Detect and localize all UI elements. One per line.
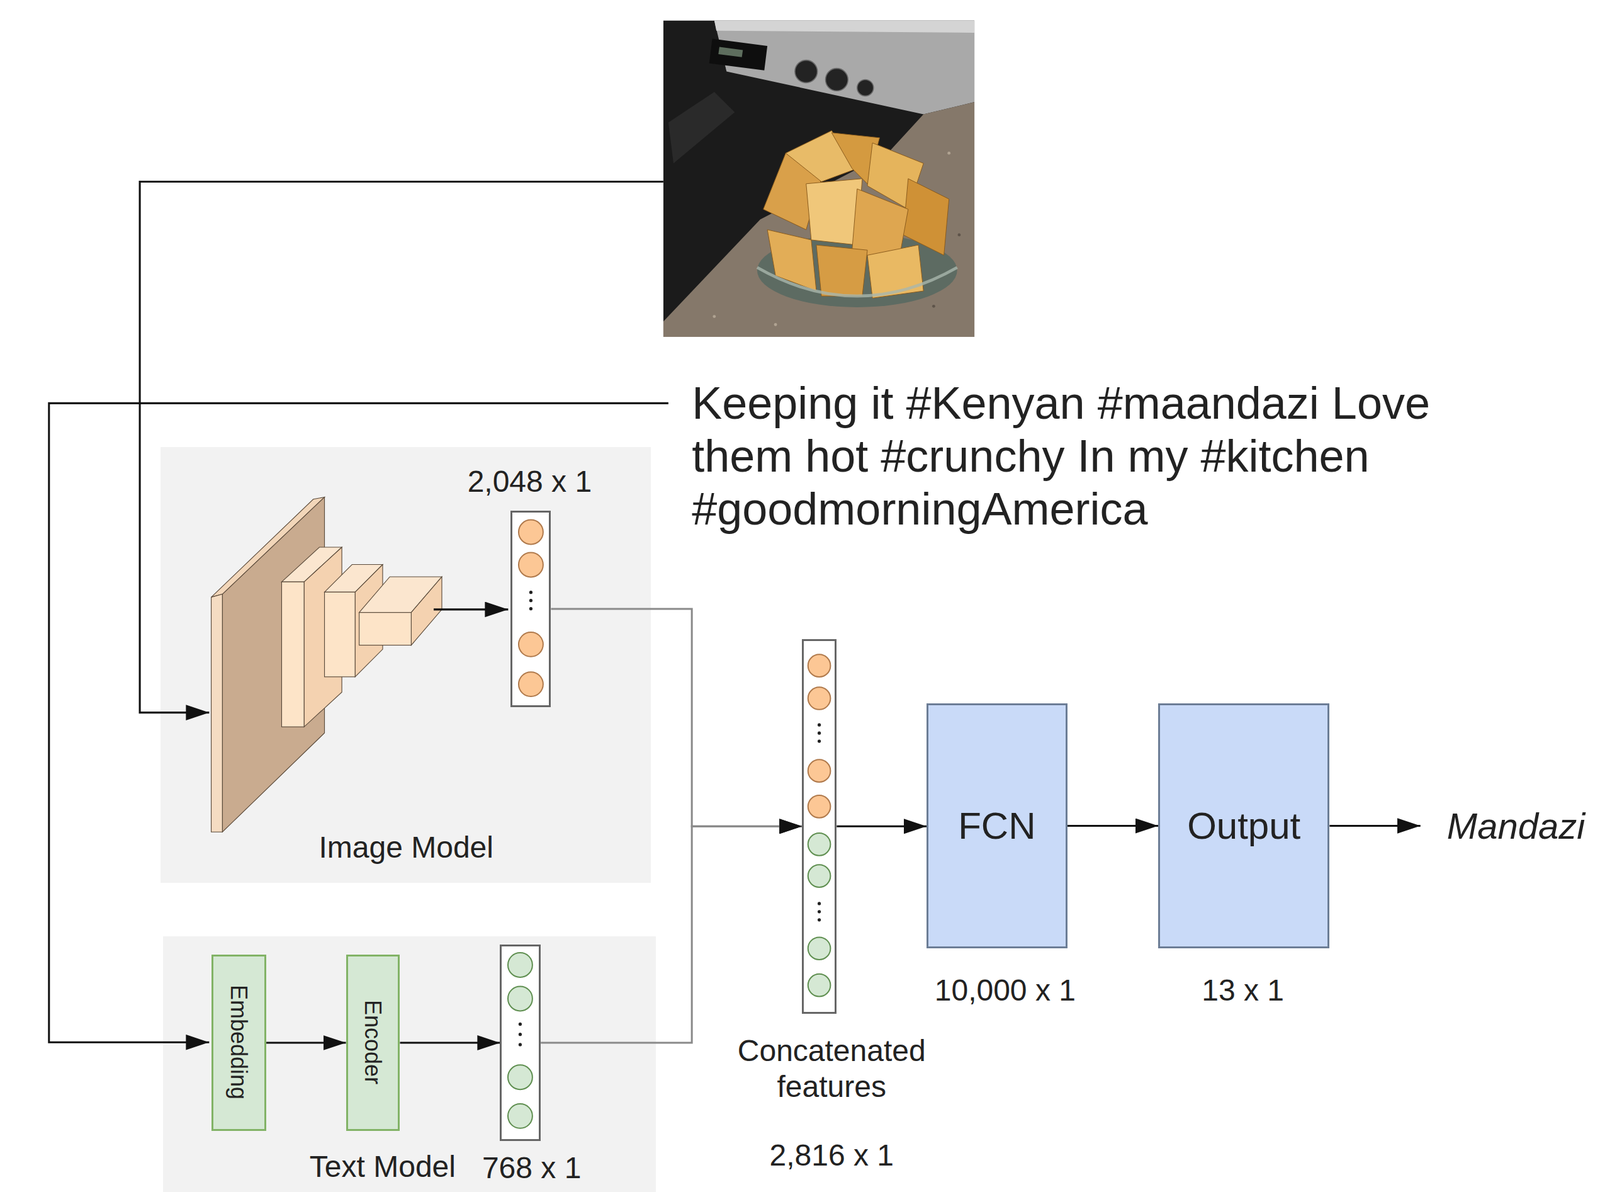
ellipsis-dot — [817, 730, 821, 734]
food-photo — [663, 101, 975, 337]
panel-title: Image Model — [318, 828, 493, 866]
vector-cell — [808, 686, 831, 710]
food-photo — [774, 322, 778, 327]
feature-vector: 2,048 x 1 — [510, 510, 552, 708]
food-photo — [668, 91, 735, 164]
food-photo-pastries — [816, 244, 868, 296]
connector-arrow — [836, 825, 927, 828]
food-photo-pastries — [763, 130, 950, 299]
vector-cell — [518, 631, 544, 656]
ellipsis-dot — [528, 606, 532, 610]
dimension-label: 2,048 x 1 — [467, 463, 592, 500]
connector-arrow — [266, 1041, 346, 1044]
food-photo — [714, 20, 975, 33]
vector-cell — [507, 1102, 533, 1128]
food-photo-pastries — [867, 244, 924, 298]
cnn-layers — [211, 497, 442, 833]
connector-arrow — [540, 825, 802, 1043]
vector-cells — [512, 512, 550, 706]
cnn-layers — [411, 576, 442, 646]
vector-cell — [808, 653, 831, 677]
vector-cell — [808, 973, 831, 997]
input-wire — [433, 608, 508, 610]
input-wire — [49, 181, 1421, 1043]
panel-title: Text Model — [309, 1148, 456, 1185]
vector-cell — [808, 936, 831, 960]
cnn-layers — [324, 591, 356, 677]
vector-cell — [808, 832, 831, 856]
text-model-panel: Text Model Embedding Encoder 768 x 1 — [163, 935, 656, 1192]
ellipsis-dot — [817, 722, 821, 726]
ellipsis-dot — [817, 917, 821, 921]
output-layer: Output13 x 1 — [1158, 703, 1330, 948]
vector-title: Concatenated features — [724, 1032, 939, 1105]
dimension-label: 768 x 1 — [482, 1149, 581, 1186]
connectors — [266, 608, 1159, 1043]
food-photo — [947, 151, 951, 155]
food-photo — [825, 68, 849, 92]
encoder-layer: Encoder — [346, 954, 401, 1131]
vector-cell — [507, 1064, 533, 1089]
food-photo — [712, 314, 716, 318]
prediction-label: Mandazi — [1447, 803, 1585, 848]
layer-name: FCN — [957, 803, 1036, 849]
input-wire — [139, 181, 664, 713]
cnn-layers — [281, 581, 305, 727]
dimension-label: 13 x 1 — [1201, 971, 1285, 1009]
ellipsis-dot — [518, 1032, 522, 1036]
ellipsis-dot — [518, 1021, 522, 1025]
ellipsis-dot — [528, 598, 532, 602]
vector-cell — [518, 671, 544, 697]
fcn-layer: FCN10,000 x 1 — [926, 703, 1068, 948]
ellipsis-dot — [817, 738, 821, 743]
layer-name: Encoder — [360, 999, 386, 1084]
layer-name: Embedding — [226, 984, 252, 1099]
input-wire — [49, 402, 669, 1042]
ellipsis-dot — [817, 909, 821, 913]
embedding-layer: Embedding — [211, 954, 267, 1131]
connector-arrow — [399, 1041, 500, 1044]
ellipsis-dot — [817, 901, 821, 905]
input-wire — [1329, 824, 1420, 827]
connector-arrow — [1067, 824, 1159, 827]
vector-cell — [518, 552, 544, 577]
cnn-layers — [211, 594, 223, 833]
vector-cells — [803, 640, 835, 1012]
dimension-label: 10,000 x 1 — [934, 971, 1076, 1009]
drawing-layer — [49, 20, 1421, 1042]
layer-name: Output — [1187, 803, 1301, 849]
dimension-label: 2,816 x 1 — [769, 1136, 894, 1174]
vector-cell — [808, 864, 831, 887]
concatenated-vector: Concatenated features2,816 x 1 — [801, 638, 837, 1014]
food-photo — [663, 20, 975, 337]
food-photo-pastries — [767, 229, 817, 291]
ellipsis-dot — [528, 590, 532, 594]
food-photo — [857, 79, 874, 96]
food-photo — [957, 232, 961, 237]
food-photo — [709, 39, 768, 71]
vector-cell — [507, 985, 533, 1011]
food-photo — [718, 47, 743, 58]
feature-vector: 768 x 1 — [499, 944, 541, 1142]
food-photo-pastries — [903, 178, 950, 256]
post-caption: Keeping it #Kenyan #maandazi Love them h… — [691, 376, 1485, 536]
connector-arrow — [550, 608, 802, 826]
vector-cell — [808, 794, 831, 818]
ellipsis-dot — [518, 1042, 522, 1046]
food-photo — [932, 304, 936, 308]
food-photo — [663, 20, 975, 337]
food-photo — [757, 267, 958, 296]
vector-cell — [518, 519, 544, 544]
vector-cells — [501, 946, 539, 1140]
food-photo — [794, 60, 818, 84]
vector-cell — [808, 759, 831, 782]
vector-cell — [507, 952, 533, 977]
cnn-layers — [359, 612, 412, 646]
